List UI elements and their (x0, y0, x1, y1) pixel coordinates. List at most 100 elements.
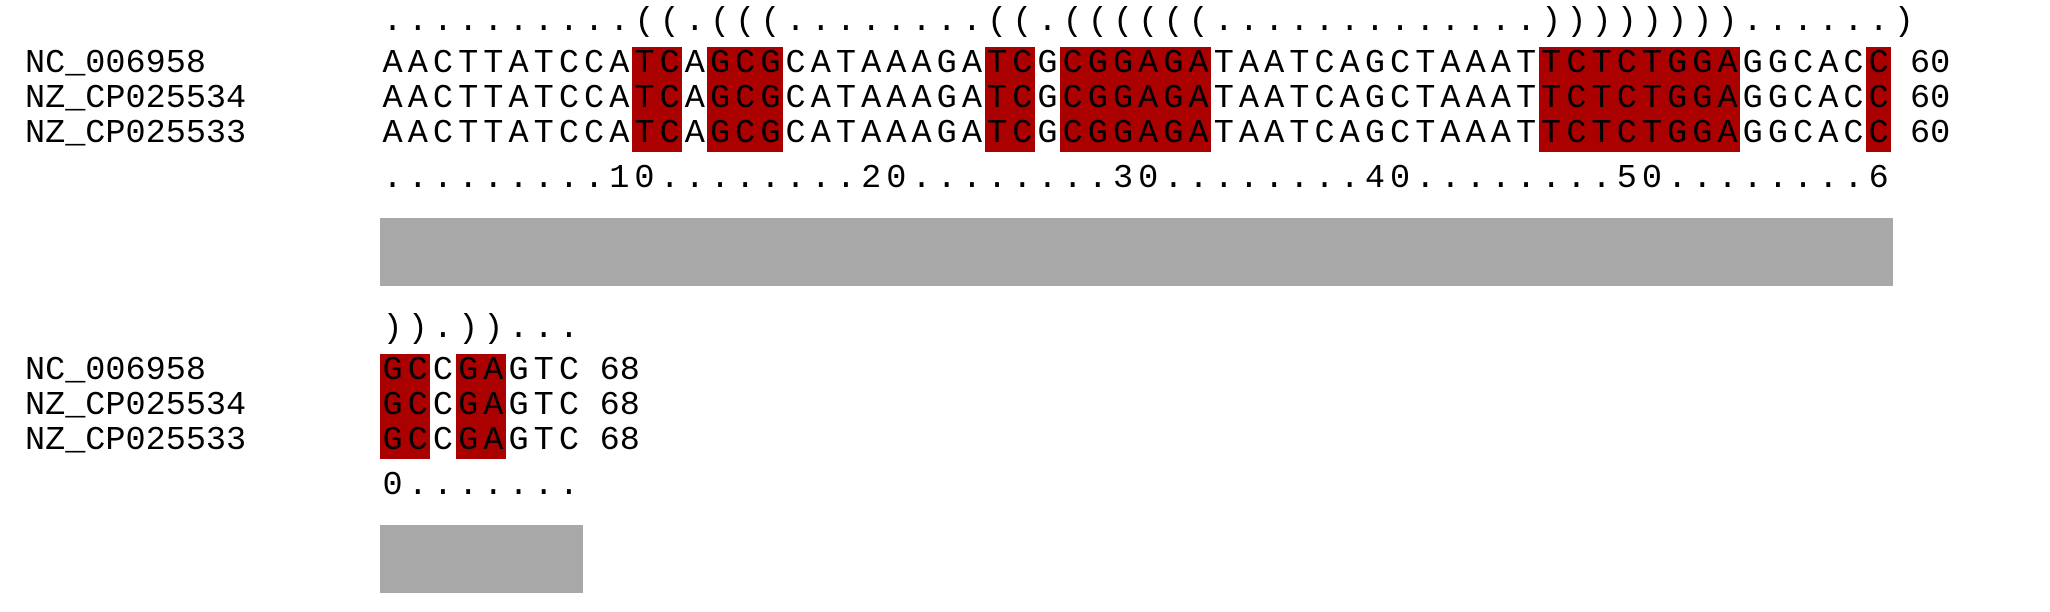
structure-char: ) (1692, 3, 1713, 41)
ruler-char: . (1264, 160, 1285, 198)
ruler-char: . (1843, 160, 1864, 198)
sequence-char: C (432, 422, 454, 460)
ruler-char: . (1163, 160, 1184, 198)
sequence-char: G (757, 117, 783, 152)
sequence-char: A (508, 115, 529, 153)
sequence-char: T (1213, 115, 1234, 153)
sequence-char: C (732, 117, 758, 152)
sequence-char: C (432, 115, 454, 153)
structure-char: . (483, 3, 504, 41)
sequence-char: A (1339, 115, 1360, 153)
sequence-char: A (810, 115, 831, 153)
ruler-char: . (1188, 160, 1209, 198)
sequence-char: G (707, 47, 733, 82)
sequence-char: C (1614, 47, 1640, 82)
sequence-char: C (432, 352, 454, 390)
sequence-char: A (1186, 47, 1212, 82)
structure-char: . (1364, 3, 1385, 41)
sequence-end-position: 68 (599, 352, 640, 390)
ruler-char: . (1037, 160, 1058, 198)
sequence-char: T (1538, 82, 1564, 117)
sequence-char: T (483, 115, 504, 153)
structure-char: . (382, 3, 403, 41)
sequence-char: T (1589, 47, 1615, 82)
sequence-char: T (458, 45, 479, 83)
sequence-char: T (1515, 115, 1537, 153)
sequence-char: C (558, 352, 579, 390)
structure-char: . (584, 3, 605, 41)
ruler-char: . (458, 160, 479, 198)
sequence-char: T (483, 45, 504, 83)
sequence-char: C (1866, 117, 1892, 152)
sequence-char: G (1364, 45, 1385, 83)
ruler-char: . (432, 160, 454, 198)
ruler-char: . (936, 160, 957, 198)
ruler-char: 0 (886, 160, 907, 198)
sequence-char: A (1714, 82, 1741, 117)
sequence-char: C (405, 389, 431, 424)
sequence-char: A (810, 80, 831, 118)
sequence-char: T (1589, 82, 1615, 117)
sequence-char: G (936, 115, 957, 153)
ruler-char: 6 (1868, 160, 1889, 198)
sequence-char: T (1213, 80, 1234, 118)
ruler-char: . (1692, 160, 1713, 198)
structure-char: . (1213, 3, 1234, 41)
sequence-char: G (380, 354, 406, 389)
sequence-char: T (835, 115, 857, 153)
sequence-char: T (1415, 80, 1436, 118)
sequence-char: A (684, 115, 705, 153)
structure-char: ( (1163, 3, 1184, 41)
sequence-char: G (1689, 117, 1715, 152)
sequence-char: C (1614, 117, 1640, 152)
sequence-char: C (1060, 117, 1086, 152)
structure-char: . (407, 3, 428, 41)
sequence-char: A (886, 115, 907, 153)
sequence-char: C (1866, 82, 1892, 117)
structure-char: . (961, 3, 982, 41)
structure-char: . (458, 3, 479, 41)
ruler-char: . (1339, 160, 1360, 198)
sequence-char: A (1465, 45, 1486, 83)
sequence-char: C (405, 354, 431, 389)
sequence-char: A (1490, 80, 1511, 118)
ruler-char: . (508, 160, 529, 198)
sequence-char: T (1639, 82, 1665, 117)
ruler-char: . (1213, 160, 1234, 198)
structure-char: . (1767, 3, 1788, 41)
structure-char: ( (1012, 3, 1033, 41)
sequence-char: A (609, 45, 630, 83)
ruler-char: . (709, 160, 731, 198)
sequence-char: G (380, 389, 406, 424)
sequence-char: C (657, 117, 683, 152)
sequence-char: C (1009, 82, 1035, 117)
sequence-char: G (1160, 82, 1186, 117)
structure-char: . (886, 3, 907, 41)
sequence-char: G (1037, 45, 1058, 83)
sequence-char: G (1160, 117, 1186, 152)
structure-char: . (1465, 3, 1486, 41)
ruler-char: . (1541, 160, 1562, 198)
sequence-char: A (1440, 115, 1461, 153)
sequence-end-position: 68 (599, 387, 640, 425)
sequence-char: G (1742, 80, 1763, 118)
sequence-name: NC_006958 (25, 45, 206, 83)
structure-char: ( (1138, 3, 1159, 41)
ruler-char: . (1818, 160, 1839, 198)
sequence-char: C (1314, 45, 1335, 83)
structure-char: ) (1541, 3, 1562, 41)
sequence-char: T (533, 115, 554, 153)
sequence-char: C (558, 80, 579, 118)
ruler-char: . (584, 160, 605, 198)
sequence-char: G (1689, 82, 1715, 117)
sequence-char: C (1563, 47, 1589, 82)
structure-char: ( (735, 3, 756, 41)
ruler-char: 0 (1641, 160, 1663, 198)
sequence-char: C (558, 422, 579, 460)
sequence-char: A (480, 424, 506, 459)
structure-char: . (1289, 3, 1310, 41)
sequence-char: C (405, 424, 431, 459)
sequence-char: T (1538, 47, 1564, 82)
ruler-char: . (785, 160, 806, 198)
ruler-char: . (432, 467, 454, 505)
